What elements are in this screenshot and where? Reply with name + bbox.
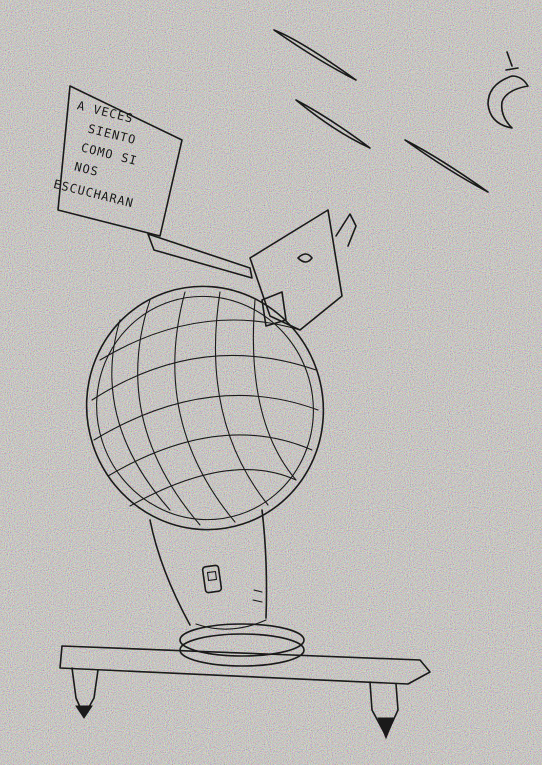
switch-icon <box>201 564 223 594</box>
globe-support <box>149 509 268 630</box>
house-figure <box>249 209 357 331</box>
globe-base <box>179 623 305 667</box>
globe-outline <box>85 285 325 531</box>
flying-streaks <box>273 29 489 193</box>
sign-line-5: ESCUCHARAN <box>52 177 135 210</box>
moon-icon <box>487 51 529 129</box>
sign-pole <box>147 233 253 279</box>
globe <box>85 285 325 531</box>
streak-3 <box>404 139 489 193</box>
streak-1 <box>273 29 357 81</box>
streak-2 <box>295 99 371 149</box>
sign-flag: A VECES SIENTO COMO SI NOS ESCUCHARAN <box>52 85 253 279</box>
platform <box>59 645 431 740</box>
sign-line-4: NOS <box>73 159 100 179</box>
sign-board <box>57 85 183 237</box>
